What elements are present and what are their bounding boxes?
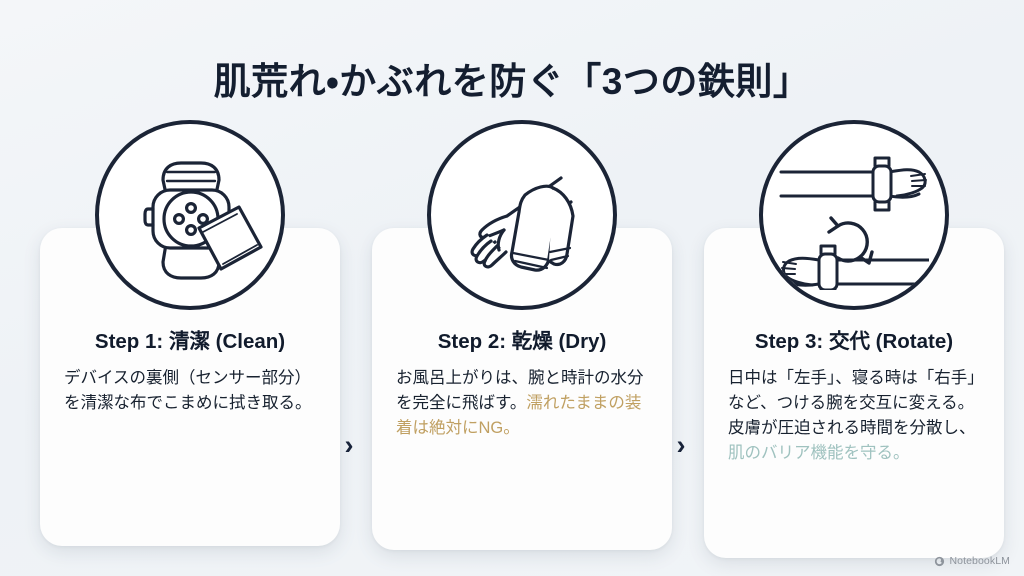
watermark-label: NotebookLM [949, 555, 1010, 567]
notebooklm-logo-icon [934, 556, 945, 567]
smartwatch-back-wipe-icon [95, 120, 285, 310]
step-1-description: デバイスの裏側（センサー部分）を清潔な布でこまめに拭き取る。 [58, 366, 322, 416]
arm-towel-dry-icon [427, 120, 617, 310]
step-2-text-highlight: 濡れたままの装着は絶対にNG。 [396, 394, 642, 438]
step-card-1: Step 1: 清潔 (Clean) デバイスの裏側（センサー部分）を清潔な布で… [40, 120, 340, 560]
step-1-heading: Step 1: 清潔 (Clean) [94, 330, 286, 353]
step-2-description: お風呂上がりは、腕と時計の水分を完全に飛ばす。濡れたままの装着は絶対にNG。 [390, 366, 654, 441]
chevron-right-icon: › [676, 429, 686, 460]
steps-container: Step 1: 清潔 (Clean) デバイスの裏側（センサー部分）を清潔な布で… [0, 120, 1024, 560]
step-3-text-highlight: 肌のバリア機能を守る。 [728, 444, 910, 463]
page-title: 肌荒れ・かぶれを防ぐ「3つの鉄則」 [213, 60, 811, 102]
step-card-2: Step 2: 乾燥 (Dry) お風呂上がりは、腕と時計の水分を完全に飛ばす。… [372, 120, 672, 560]
step-3-body-card: Step 3: 交代 (Rotate) 日中は「左手」、寝る時は「右手」など、つ… [704, 228, 1004, 558]
watermark: NotebookLM [934, 555, 1010, 567]
step-3-text-plain: 日中は「左手」、寝る時は「右手」など、つける腕を交互に変える。皮膚が圧迫される時… [728, 369, 976, 438]
chevron-right-icon: › [344, 429, 354, 460]
step-3-description: 日中は「左手」、寝る時は「右手」など、つける腕を交互に変える。皮膚が圧迫される時… [722, 366, 986, 466]
two-wrists-rotate-icon [759, 120, 949, 310]
step-2-text-plain: お風呂上がりは、腕と時計の水分を完全に飛ばす。 [396, 369, 644, 413]
step-card-3: Step 3: 交代 (Rotate) 日中は「左手」、寝る時は「右手」など、つ… [704, 120, 1004, 560]
step-1-text-plain: デバイスの裏側（センサー部分）を清潔な布でこまめに拭き取る。 [64, 369, 312, 413]
step-3-heading: Step 3: 交代 (Rotate) [754, 330, 954, 353]
step-2-heading: Step 2: 乾燥 (Dry) [437, 330, 607, 353]
